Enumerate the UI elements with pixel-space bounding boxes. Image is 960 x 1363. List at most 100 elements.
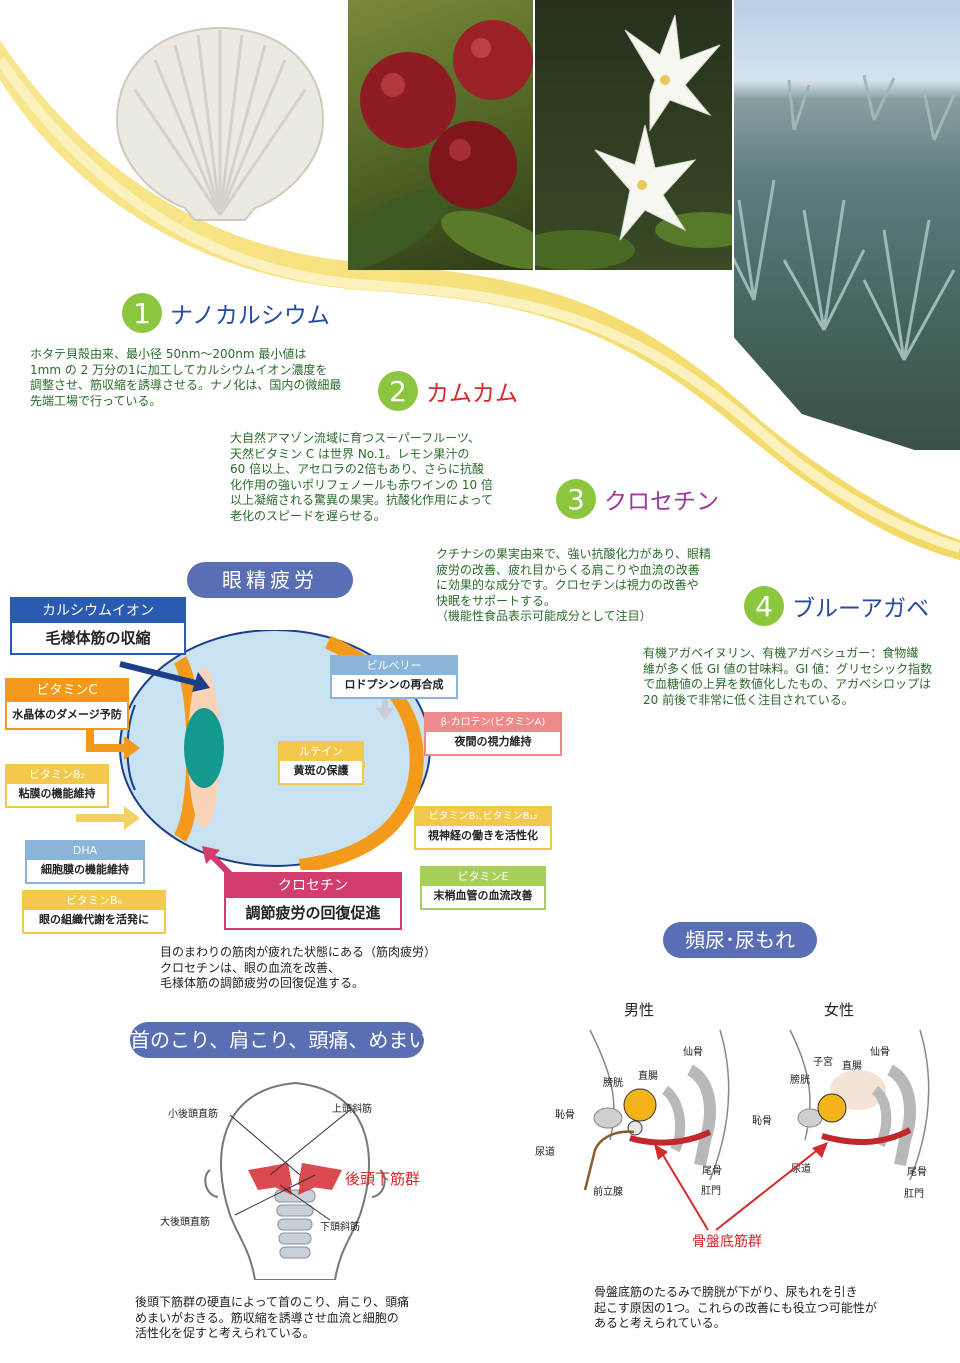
neck-note-line: 活性化を促すと考えられている。 [135,1326,315,1340]
item3-line: 快眠をサポートする。 [436,593,557,608]
item3-line: クチナシの果実由来で、強い抗酸化力があり、眼精 [436,547,712,561]
neck-note-line: めまいがおきる。筋収縮を誘導させ血流と細胞の [135,1310,399,1325]
item1-line: 1mm の 2 万分の1に加工してカルシウムイオン濃度を [30,362,328,377]
m-label-bladder: 膀胱 [603,1078,623,1089]
item4-line: で血糖値の上昇を数値化したもの、アガベシロップは [643,677,932,691]
m-label-urethra: 尿道 [535,1147,555,1158]
item3-body: クチナシの果実由来で、強い抗酸化力があり、眼精 疲労の改善、疲れ目からくる肩こり… [436,547,711,625]
shell-photo [95,20,345,230]
label-head: ビルベリー [332,657,456,675]
agave-field-photo [734,0,960,450]
label-calcium-ion: カルシウムイオン 毛様体筋の収縮 [10,597,186,655]
background-swoosh [0,0,960,560]
item4-body: 有機アガベイヌリン、有機アガベシュガー：食物繊 維が多く低 GI 値の甘味料。G… [643,646,932,708]
f-label-coccyx: 尾骨 [907,1167,927,1178]
neck-label-rectus-minor: 小後頭直筋 [168,1109,218,1120]
label-body: 末梢血管の血流改善 [433,889,533,902]
neck-note-line: 後頭下筋群の硬直によって首のこり、肩こり、頭痛 [135,1295,410,1309]
item4-line: 維が多く低 GI 値の甘味料。GI 値：グリセシック指数 [643,661,933,676]
neck-label-rectus-major: 大後頭直筋 [160,1217,210,1228]
m-label-pubis: 恥骨 [555,1110,575,1121]
item1-title-text: ナノカルシウム [170,303,330,329]
neck-heading: 首のこり、肩こり、頭痛、めまい [130,1022,428,1058]
eye-strain-heading: 眼精疲労 [187,562,353,598]
label-vitamin-c: ビタミンC 水晶体のダメージ予防 [5,678,129,730]
item3-title-text: クロセチン [604,489,719,515]
m-label-prostate: 前立腺 [593,1187,623,1198]
bladder-note-line: 骨盤底筋のたるみで膀胱が下がり、尿もれを引き [594,1285,858,1299]
eye-note-line: 目のまわりの筋肉が疲れた状態にある（筋肉疲労） [160,945,437,959]
item2-line: 60 倍以上、アセロラの2倍もあり、さらに抗酸 [230,462,485,476]
label-head: ビタミンB₆ [24,892,164,910]
f-label-uterus: 子宮 [813,1057,833,1068]
eye-note: 目のまわりの筋肉が疲れた状態にある（筋肉疲労） クロセチンは、眼の血流を改善、 … [160,945,436,992]
m-label-anus: 肛門 [701,1186,721,1197]
item4-title: 4 ブルーアガベ [744,586,929,626]
neck-diagram [204,1081,386,1280]
item2-title: 2 カムカム [378,371,518,411]
label-head: DHA [27,842,143,860]
item1-title: 1 ナノカルシウム [122,293,330,333]
item4-line: 有機アガベイヌリン、有機アガベシュガー：食物繊 [643,646,919,660]
item3-number-badge: 3 [556,479,596,519]
pelvic-floor-arrows [654,1142,828,1231]
label-head: β-カロテン(ビタミンA) [426,714,560,732]
m-label-rectum: 直腸 [638,1071,658,1082]
f-label-bladder: 膀胱 [790,1075,810,1086]
item4-title-text: ブルーアガベ [792,596,930,622]
pelvic-floor-label: 骨盤底筋群 [692,1234,762,1250]
item1-line: 調整させ、筋収縮を誘導させる。ナノ化は、国内の微細最 [30,378,342,392]
male-heading: 男性 [624,1001,655,1019]
label-body: 夜間の視力維持 [454,735,532,748]
label-body: 視神経の働きを活性化 [428,829,538,842]
label-body: 粘膜の機能維持 [18,787,96,800]
eye-note-line: クロセチンは、眼の血流を改善、 [160,960,341,975]
item2-line: 老化のスピードを遅らせる。 [230,508,386,523]
bladder-note-line: 起こす原因の1つ。これらの改善にも役立つ可能性が [594,1300,877,1315]
label-vitamin-e: ビタミンE 末梢血管の血流改善 [420,866,546,910]
label-body: 水晶体のダメージ予防 [12,708,122,721]
item1-line: ホタテ貝殻由来、最小径 50nm～200nm 最小値は [30,347,307,361]
f-label-urethra: 尿道 [791,1164,811,1175]
label-lutein: ルテイン 黄斑の保護 [278,741,364,785]
label-body: 毛様体筋の収縮 [45,629,151,647]
label-head: ルテイン [280,743,362,761]
label-crocetin: クロセチン 調節疲労の回復促進 [224,872,402,930]
male-pelvis-diagram [583,1029,730,1191]
item1-line: 先端工場で行っている。 [30,393,162,408]
item2-line: 大自然アマゾン流域に育つスーパーフルーツ、 [230,431,480,445]
label-head: クロセチン [226,874,400,898]
item1-number-badge: 1 [122,293,162,333]
neck-label-obliquus-inferior: 下頭斜筋 [320,1222,360,1233]
m-label-coccyx: 尾骨 [702,1166,722,1177]
camu-camu-photo [348,0,533,270]
crocetin-arrow [202,846,249,893]
item4-line: 20 前後で非常に低く注目されている。 [643,692,854,707]
f-label-sacrum: 仙骨 [870,1047,890,1058]
item2-title-text: カムカム [426,381,518,407]
label-body: 調節疲労の回復促進 [245,904,381,922]
label-head: ビタミンE [422,868,544,886]
item3-line: （機能性食品表示可能成分として注目） [436,609,652,623]
item2-line: 化作用の強いポリフェノールも赤ワインの 10 倍 [230,477,493,492]
eye-note-line: 毛様体筋の調節疲労の回復促進する。 [160,976,365,990]
neck-label-obliquus-superior: 上頭斜筋 [332,1104,372,1115]
label-head: カルシウムイオン [12,599,184,623]
m-label-sacrum: 仙骨 [683,1047,703,1058]
label-beta-carotene: β-カロテン(ビタミンA) 夜間の視力維持 [424,712,562,756]
label-vitamin-b2: ビタミンB₂ 粘膜の機能維持 [5,764,109,808]
label-vitamin-b1-b12: ビタミンB₁,ビタミンB₁₂ 視神経の働きを活性化 [414,806,552,850]
female-pelvis-diagram [789,1029,930,1181]
item2-line: 天然ビタミン C は世界 No.1。レモン果汁の [230,446,470,461]
gardenia-photo [535,0,732,270]
bladder-note: 骨盤底筋のたるみで膀胱が下がり、尿もれを引き 起こす原因の1つ。これらの改善にも… [594,1285,877,1332]
f-label-rectum: 直腸 [842,1061,862,1072]
label-body: 眼の組織代謝を活発に [39,913,149,926]
label-head: ビタミンB₁,ビタミンB₁₂ [416,808,550,826]
f-label-anus: 肛門 [904,1189,924,1200]
neck-label-suboccipital-group: 後頭下筋群 [345,1170,421,1188]
item3-line: 疲労の改善、疲れ目からくる肩こりや血流の改善 [436,562,700,577]
label-head: ビタミンC [7,680,127,702]
frequent-urination-heading: 頻尿･尿もれ [663,922,817,958]
item1-body: ホタテ貝殻由来、最小径 50nm～200nm 最小値は 1mm の 2 万分の1… [30,347,341,409]
